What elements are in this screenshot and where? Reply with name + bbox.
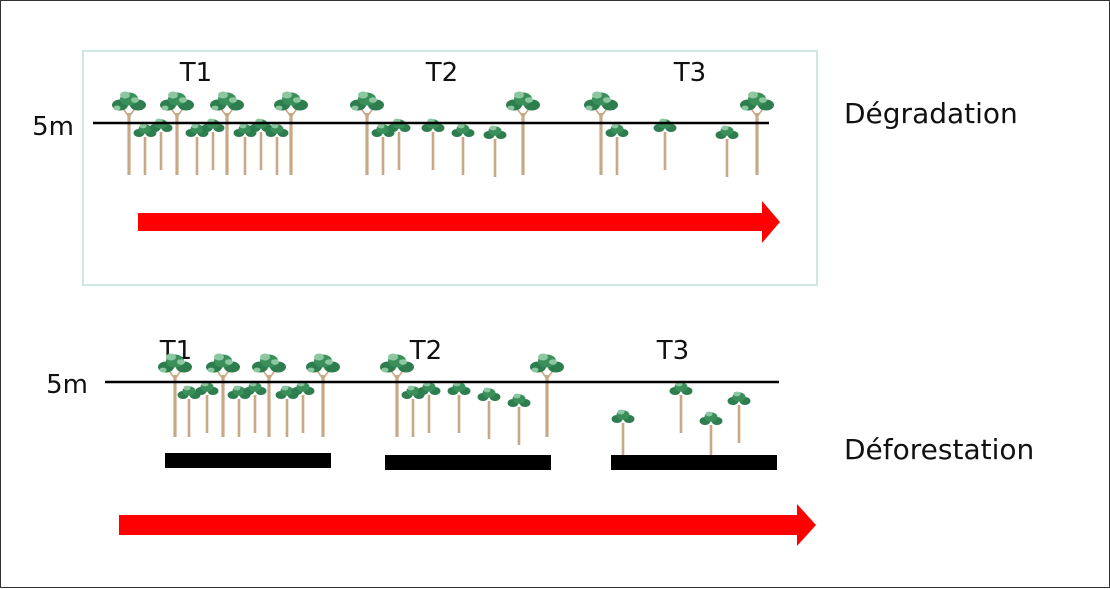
degradation-title: Dégradation [844, 97, 1018, 130]
tree-icon [291, 381, 315, 433]
deforestation-stage-t3-trees [611, 381, 751, 463]
degradation-stage-t3-label: T3 [673, 58, 706, 88]
tree-icon [417, 381, 441, 433]
deforestation-stage-t2-label: T2 [409, 336, 442, 366]
tree-icon [611, 409, 635, 461]
tree-icon [669, 381, 693, 433]
deforestation-stage-t2-trees [379, 352, 565, 445]
tree-icon [727, 391, 751, 443]
deforestation-height-label: 5m [46, 370, 88, 400]
tree-icon [305, 352, 341, 438]
degradation-panel [82, 50, 818, 286]
deforestation-t2-ground-bar [385, 455, 551, 470]
degradation-stage-t2-label: T2 [425, 58, 458, 88]
tree-icon [447, 381, 471, 433]
deforestation-stage-t1-trees [157, 352, 341, 438]
degradation-time-arrow [138, 201, 780, 243]
deforestation-t3-ground-bar [611, 455, 777, 470]
deforestation-t1-ground-bar [165, 453, 331, 468]
degradation-height-label: 5m [32, 112, 74, 142]
deforestation-time-arrow [119, 504, 816, 546]
deforestation-title: Déforestation [844, 433, 1034, 466]
tree-icon [195, 381, 219, 433]
degradation-stage-t1-label: T1 [179, 58, 212, 88]
tree-icon [529, 352, 565, 438]
deforestation-stage-t3-label: T3 [656, 336, 689, 366]
tree-icon [243, 381, 267, 433]
tree-icon [477, 387, 501, 439]
tree-icon [507, 393, 531, 445]
